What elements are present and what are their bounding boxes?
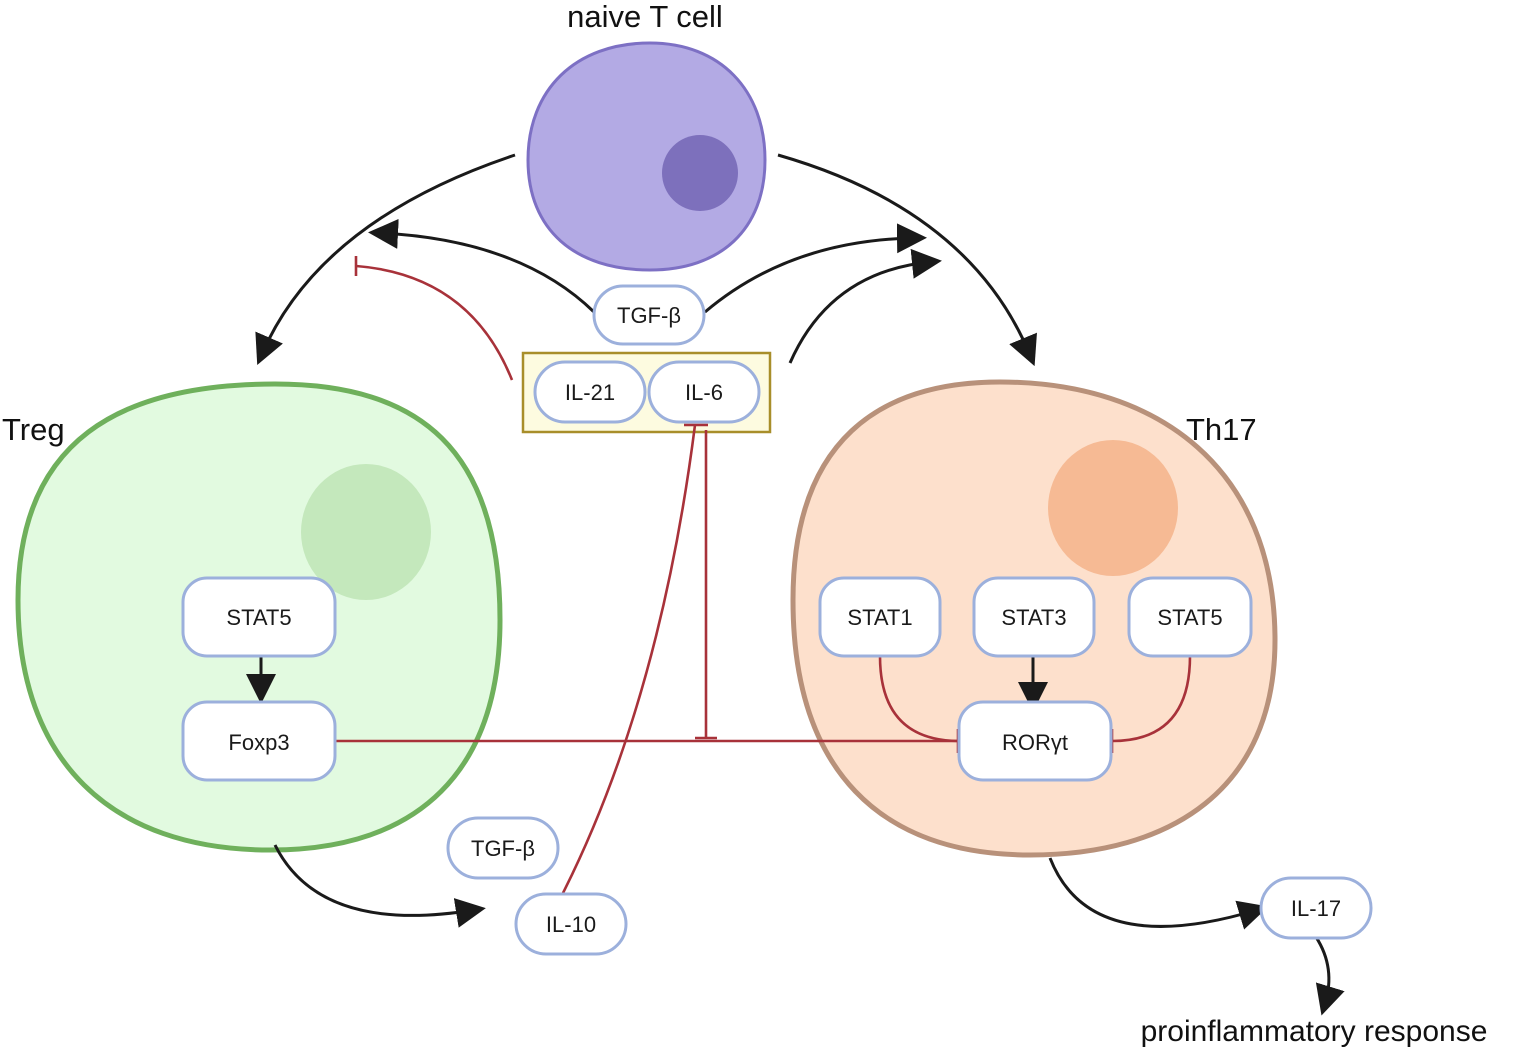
- svg-text:STAT1: STAT1: [847, 605, 912, 630]
- naive-t-cell-nucleus: [662, 135, 738, 211]
- inhibition-il10-to-il6: [561, 424, 697, 894]
- naive-t-cell-label: naive T cell: [567, 0, 723, 34]
- svg-text:STAT5: STAT5: [226, 605, 291, 630]
- arrow-naive-to-treg: [255, 153, 516, 366]
- treg-cell-label: Treg: [2, 412, 65, 447]
- svg-text:IL-17: IL-17: [1291, 896, 1341, 921]
- arrow-naive-to-th17: [777, 153, 1037, 367]
- arrow-th17-to-il17: [1048, 857, 1269, 930]
- node-th17-stat5: STAT5: [1127, 576, 1253, 658]
- naive-t-cell: [526, 41, 767, 272]
- node-stat3: STAT3: [972, 576, 1096, 658]
- node-foxp3: Foxp3: [181, 700, 337, 782]
- svg-text:Foxp3: Foxp3: [228, 730, 289, 755]
- node-tgfb-bottom: TGF-β: [446, 816, 560, 880]
- proinflammatory-response-label: proinflammatory response: [1141, 1015, 1488, 1048]
- svg-text:IL-21: IL-21: [565, 380, 615, 405]
- svg-text:IL-10: IL-10: [546, 912, 596, 937]
- inhibition-stat5-to-rorgt: [1111, 655, 1192, 743]
- arrow-tgfb-to-th17-path: [704, 223, 927, 314]
- node-il6: IL-6: [647, 360, 761, 424]
- arrow-treg-to-secreted: [273, 844, 486, 928]
- node-il10: IL-10: [514, 892, 628, 956]
- svg-text:RORγt: RORγt: [1002, 730, 1068, 755]
- node-tgfb-top: TGF-β: [592, 284, 706, 346]
- svg-text:STAT3: STAT3: [1001, 605, 1066, 630]
- arrow-tgfb-to-treg-path: [368, 218, 596, 314]
- svg-text:IL-6: IL-6: [685, 380, 723, 405]
- node-il17: IL-17: [1259, 876, 1373, 940]
- node-il21: IL-21: [533, 360, 647, 424]
- th17-cell-nucleus: [1048, 440, 1178, 576]
- node-stat1: STAT1: [818, 576, 942, 658]
- svg-text:STAT5: STAT5: [1157, 605, 1222, 630]
- svg-text:TGF-β: TGF-β: [617, 303, 681, 328]
- inhibition-cytokines-to-treg-path: [355, 264, 514, 381]
- treg-cell-nucleus: [301, 464, 431, 600]
- node-treg-stat5: STAT5: [181, 576, 337, 658]
- th17-cell-label: Th17: [1186, 412, 1257, 447]
- node-rorgt: RORγt: [957, 700, 1113, 782]
- arrow-il17-to-response: [1314, 936, 1345, 1016]
- inhibition-stat1-to-rorgt: [878, 655, 959, 743]
- svg-text:TGF-β: TGF-β: [471, 836, 535, 861]
- arrow-cytokines-to-th17-path: [788, 248, 942, 364]
